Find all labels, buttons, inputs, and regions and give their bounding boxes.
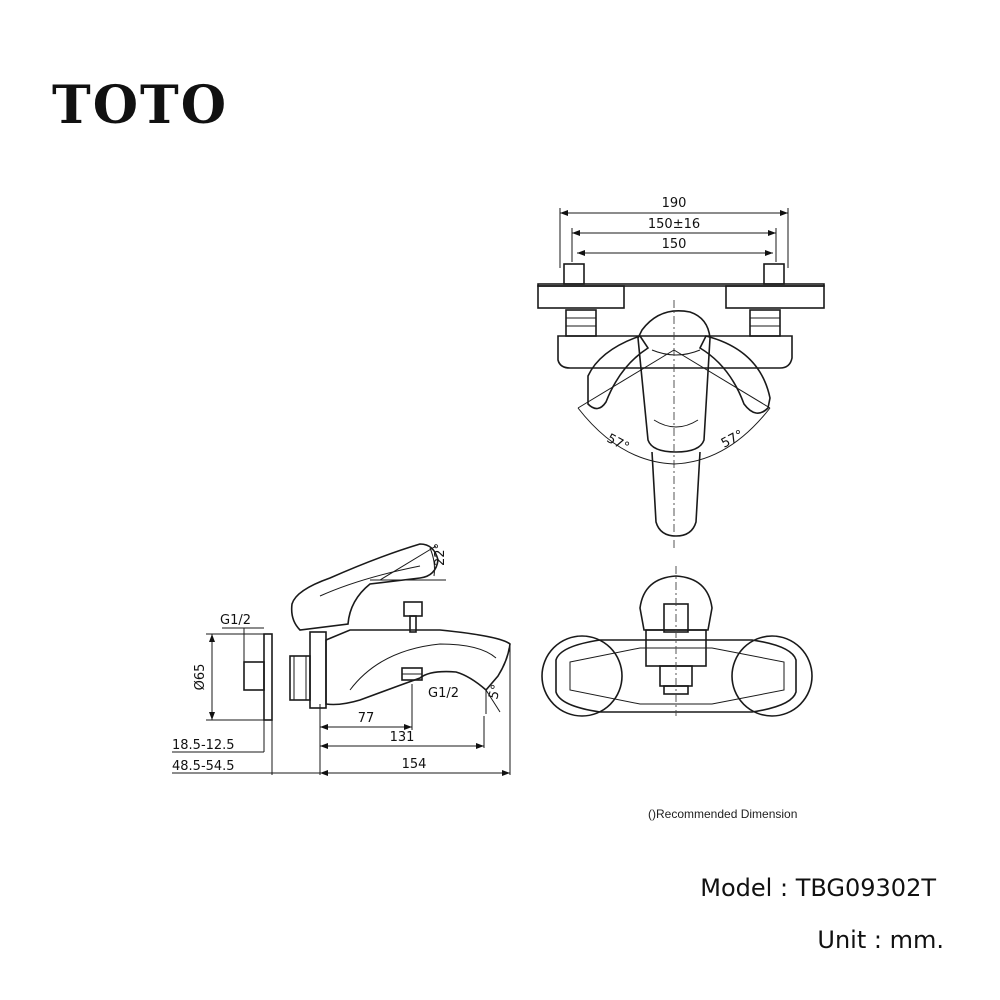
right-escutcheon-top bbox=[731, 635, 813, 717]
left-nut bbox=[565, 309, 597, 337]
left-escutcheon bbox=[537, 285, 625, 309]
front-view: 190 150±16 150 bbox=[537, 196, 825, 548]
right-inlet bbox=[763, 263, 785, 285]
dimension-150: 150 bbox=[577, 237, 773, 256]
unit-value: mm. bbox=[889, 926, 944, 954]
left-inlet bbox=[563, 263, 585, 285]
body-top bbox=[555, 639, 797, 713]
top-view bbox=[541, 566, 813, 717]
dim-77-label: 77 bbox=[358, 711, 375, 726]
mixer-body bbox=[557, 335, 793, 369]
unit-separator: : bbox=[873, 926, 882, 954]
angle-right-label: 57° bbox=[719, 427, 746, 451]
side-view: 22° 5° G1/2 Ø65 G1/2 77 131 bbox=[172, 543, 511, 776]
toto-logo: TOTO bbox=[52, 75, 228, 136]
dim-190-label: 190 bbox=[662, 196, 687, 211]
side-nut bbox=[289, 655, 311, 701]
model-separator: : bbox=[779, 874, 789, 902]
dim-wall2-label: 48.5-54.5 bbox=[172, 759, 235, 774]
right-nut bbox=[749, 309, 781, 337]
wall-line bbox=[537, 283, 825, 287]
angle-spout-label: 5° bbox=[486, 683, 504, 701]
diameter-label: Ø65 bbox=[193, 664, 208, 691]
model-label: Model bbox=[700, 874, 773, 902]
model-value: TBG09302T bbox=[795, 874, 936, 902]
dimension-190: 190 bbox=[559, 196, 789, 268]
dim-150-label: 150 bbox=[662, 237, 687, 252]
handle-left-wing bbox=[587, 335, 650, 410]
model-line: Model : TBG09302T bbox=[700, 874, 936, 902]
left-escutcheon-top bbox=[541, 635, 623, 717]
thread-bottom-label: G1/2 bbox=[428, 686, 459, 701]
handle-top bbox=[639, 575, 713, 631]
unit-line: Unit : mm. bbox=[817, 926, 944, 954]
dim-154-label: 154 bbox=[402, 757, 427, 772]
wall-plate bbox=[263, 633, 273, 721]
body-flange bbox=[309, 631, 327, 709]
right-escutcheon bbox=[725, 285, 825, 309]
rotation-arc bbox=[577, 407, 771, 465]
dimension-150-16: 150±16 bbox=[571, 217, 777, 262]
side-handle bbox=[290, 543, 439, 631]
recommended-dimension-note: ()Recommended Dimension bbox=[648, 807, 798, 821]
dim-131-label: 131 bbox=[390, 730, 415, 745]
dim-wall1-label: 18.5-12.5 bbox=[172, 738, 235, 753]
unit-label: Unit bbox=[817, 926, 867, 954]
spout bbox=[651, 451, 701, 537]
inlet-thread bbox=[243, 661, 265, 691]
thread-top-label: G1/2 bbox=[220, 613, 251, 628]
angle-handle-label: 22° bbox=[433, 543, 448, 566]
handle-right-wing bbox=[698, 335, 771, 414]
side-body-spout bbox=[325, 629, 511, 706]
cartridge-body bbox=[637, 310, 711, 453]
dim-150-16-label: 150±16 bbox=[648, 217, 700, 232]
diverter-knob bbox=[403, 601, 423, 617]
